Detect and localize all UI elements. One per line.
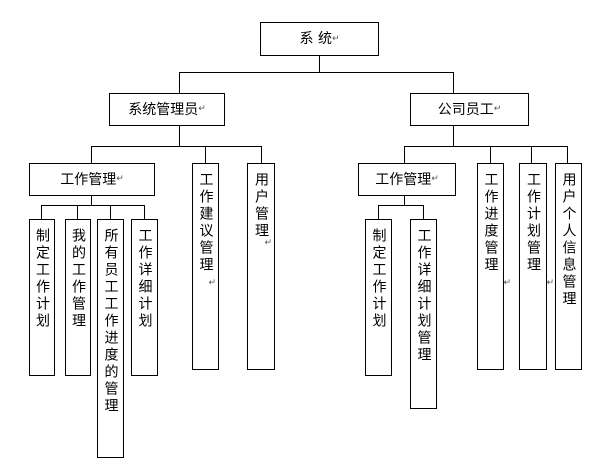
node-employee-work-management-label: 工作管理	[375, 171, 432, 188]
root-node: 系 统↵	[260, 22, 379, 56]
paragraph-mark: ↵	[331, 33, 340, 44]
paragraph-mark: ↵	[493, 104, 502, 114]
leaf-employee-make-work-plan: 制定工作计划	[365, 219, 392, 376]
leaf-detailed-work-plan-label: 工作详细计划	[136, 228, 153, 330]
leaf-my-work-management-label: 我的工作管理	[70, 228, 86, 330]
node-admin-label: 系统管理员	[128, 101, 199, 118]
node-employee-personal-info-management-label: 用户个人信息管理	[560, 172, 577, 308]
paragraph-mark: ↵	[264, 238, 272, 248]
node-employee-label: 公司员工	[437, 101, 494, 118]
leaf-detailed-work-plan: 工作详细计划	[131, 219, 158, 376]
paragraph-mark: ↵	[503, 278, 511, 288]
leaf-make-work-plan-label: 制定工作计划	[34, 228, 50, 330]
leaf-all-staff-progress-management-label: 所有员工工作进度的管理	[102, 228, 119, 415]
leaf-make-work-plan: 制定工作计划	[29, 219, 55, 376]
node-admin-suggestion-management: 工作建议管理 ↵	[192, 163, 219, 370]
node-employee-plan-management: 工作计划管理 ↵	[519, 163, 554, 370]
node-employee-progress-management: 工作进度管理 ↵	[477, 163, 511, 370]
leaf-my-work-management: 我的工作管理	[65, 219, 91, 376]
paragraph-mark: ↵	[116, 174, 124, 184]
paragraph-mark: ↵	[546, 278, 554, 288]
node-employee-personal-info-management: 用户个人信息管理	[555, 163, 582, 370]
node-admin-user-management-label: 用户管理	[253, 172, 269, 240]
root-label: 系 统	[299, 31, 332, 47]
node-employee-plan-management-label: 工作计划管理	[525, 172, 541, 274]
node-admin-work-management: 工作管理↵	[29, 163, 155, 196]
node-admin-suggestion-management-label: 工作建议管理	[197, 172, 214, 274]
paragraph-mark: ↵	[431, 174, 439, 184]
node-employee: 公司员工↵	[410, 93, 529, 126]
leaf-employee-make-work-plan-label: 制定工作计划	[370, 228, 387, 330]
paragraph-mark: ↵	[208, 278, 216, 288]
node-admin: 系统管理员↵	[109, 93, 225, 126]
node-admin-work-management-label: 工作管理	[60, 171, 117, 188]
node-employee-progress-management-label: 工作进度管理	[482, 172, 499, 274]
node-admin-user-management: 用户管理 ↵	[247, 163, 275, 370]
leaf-employee-detailed-plan-management-label: 工作详细计划管理	[415, 228, 432, 364]
leaf-all-staff-progress-management: 所有员工工作进度的管理	[97, 219, 124, 458]
paragraph-mark: ↵	[198, 104, 206, 114]
node-employee-work-management: 工作管理↵	[358, 163, 456, 196]
leaf-employee-detailed-plan-management: 工作详细计划管理	[410, 219, 437, 409]
